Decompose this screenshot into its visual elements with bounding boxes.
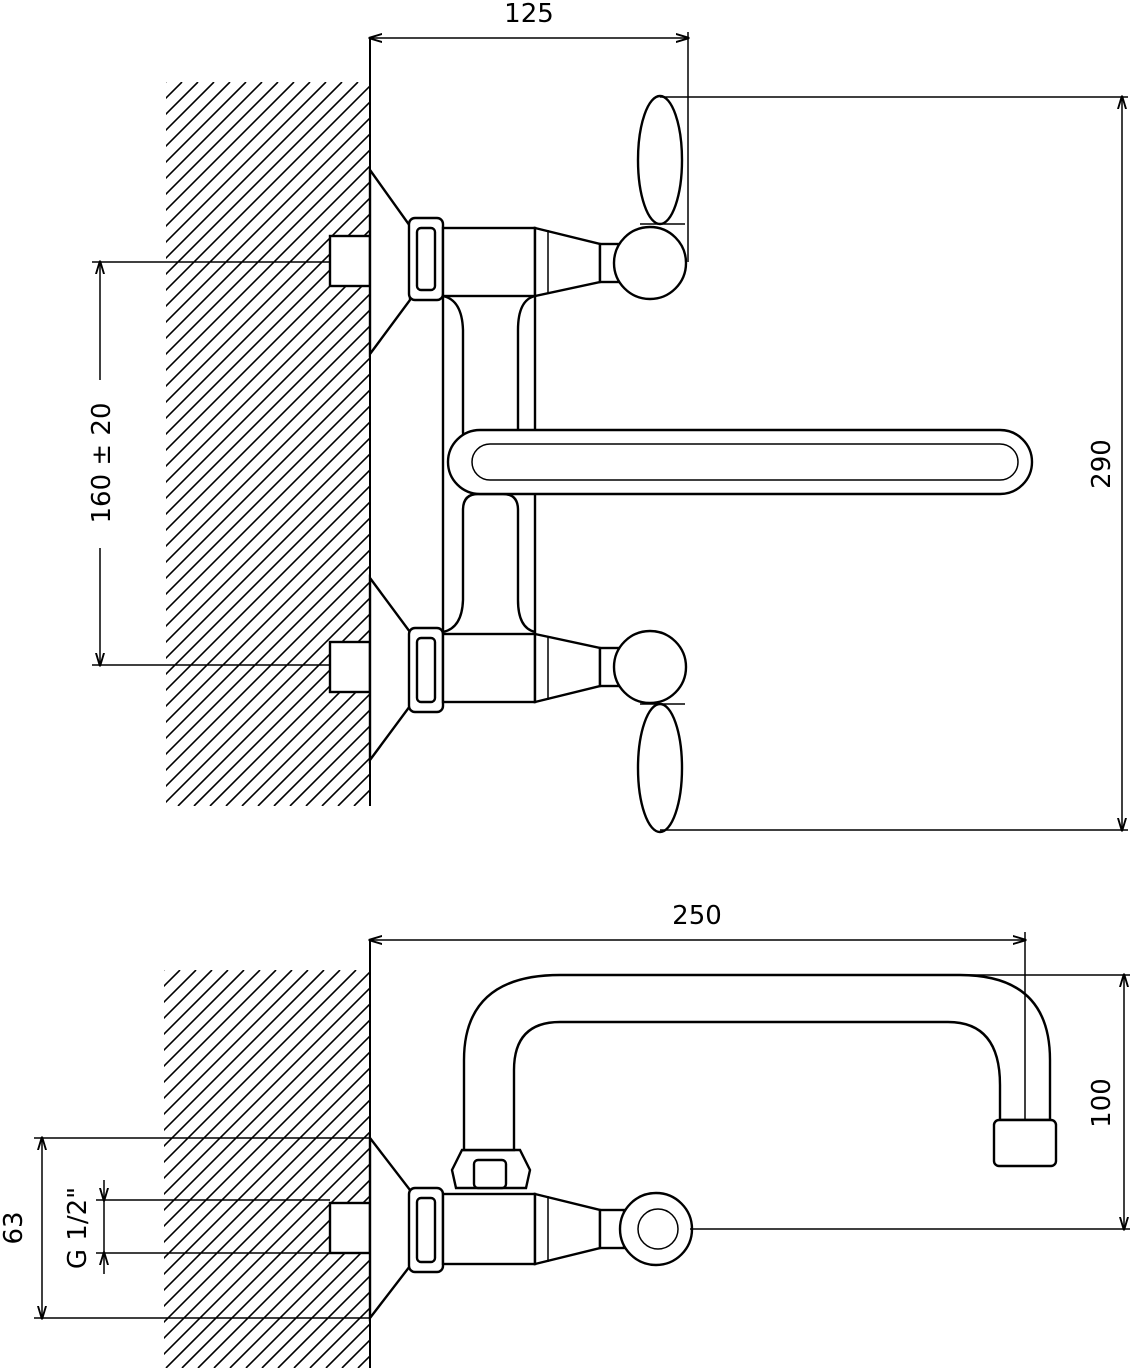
upper-handle [598, 94, 688, 301]
dim-290: 290 [660, 97, 1128, 830]
spout-side [462, 973, 1052, 1152]
dim-spout-reach-label: 250 [672, 901, 722, 931]
side-view: 250 100 63 G 1/2" [0, 901, 1130, 1368]
dim-100: 100 [690, 975, 1130, 1229]
upper-connection [328, 166, 602, 358]
dim-wall-offset-label: 63 [0, 1211, 29, 1244]
dim-centre-distance-label: 160 ± 20 [87, 402, 117, 523]
dim-thread-label: G 1/2" [63, 1187, 93, 1269]
dim-63: 63 [0, 1138, 370, 1318]
dim-160: 160 ± 20 [87, 262, 330, 665]
dim-125: 125 [370, 0, 688, 262]
dim-spout-height-label: 100 [1087, 1078, 1117, 1128]
dim-250: 250 [370, 901, 1025, 1120]
dim-thread: G 1/2" [63, 1180, 330, 1274]
dim-top-height-label: 290 [1087, 439, 1117, 489]
aerator [992, 1118, 1058, 1168]
wall-hatch-bottom [164, 970, 370, 1368]
side-connection [328, 1134, 694, 1322]
lower-handle [598, 629, 688, 834]
dim-top-width-label: 125 [504, 0, 554, 29]
spout-swivel [450, 1148, 532, 1190]
side-handle [618, 1191, 694, 1267]
top-view: 125 290 160 ± 20 [87, 0, 1128, 834]
spout-top [446, 428, 1034, 496]
lower-connection [328, 574, 602, 764]
